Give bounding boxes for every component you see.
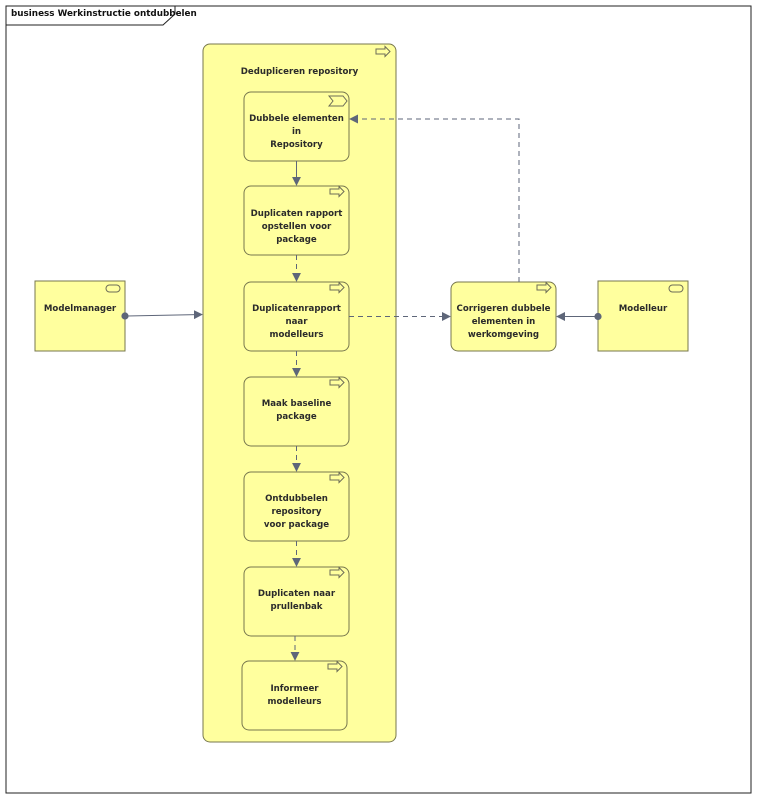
node-label: Corrigeren dubbele elementen in werkomge… [456, 304, 551, 340]
role-icon [668, 284, 684, 293]
node-label: Ontdubbelen repository voor package [263, 494, 330, 530]
connector-assignment-modelmanager [124, 310, 203, 320]
node-label: Duplicatenrapport naar modelleurs [252, 304, 341, 340]
actor-label: Modelmanager [43, 304, 117, 314]
process-icon [327, 660, 343, 673]
container-process-icon [375, 45, 391, 58]
node-corrigeren-dubbele-elementen[interactable] [450, 281, 557, 352]
process-icon [329, 471, 345, 484]
node-label: Informeer modelleurs [267, 684, 322, 707]
process-icon [329, 566, 345, 579]
node-label: Dubbele elementen in Repository [249, 114, 344, 150]
process-icon [536, 281, 552, 294]
node-label: Maak baseline package [261, 399, 332, 422]
assignment-dot [594, 312, 602, 321]
actor-label: Modelleur [618, 304, 668, 314]
actor-modelleur[interactable] [597, 280, 689, 352]
node-informeer-modelleurs[interactable] [241, 660, 348, 731]
assignment-dot [121, 312, 129, 320]
node-label: Duplicaten rapport opstellen voor packag… [250, 209, 343, 245]
container-label: Dedupliceren repository [240, 67, 359, 77]
frame-title: business Werkinstructie ontdubbelen [11, 9, 197, 19]
frame-tab [5, 5, 176, 26]
actor-modelmanager[interactable] [34, 280, 126, 352]
role-icon [105, 284, 121, 293]
node-duplicaten-naar-prullenbak[interactable] [243, 566, 350, 637]
connector-flow-feedback [349, 114, 520, 282]
process-icon [329, 281, 345, 294]
event-icon [327, 95, 348, 107]
node-label: Duplicaten naar prullenbak [257, 589, 336, 612]
process-icon [329, 376, 345, 389]
process-icon [329, 185, 345, 198]
